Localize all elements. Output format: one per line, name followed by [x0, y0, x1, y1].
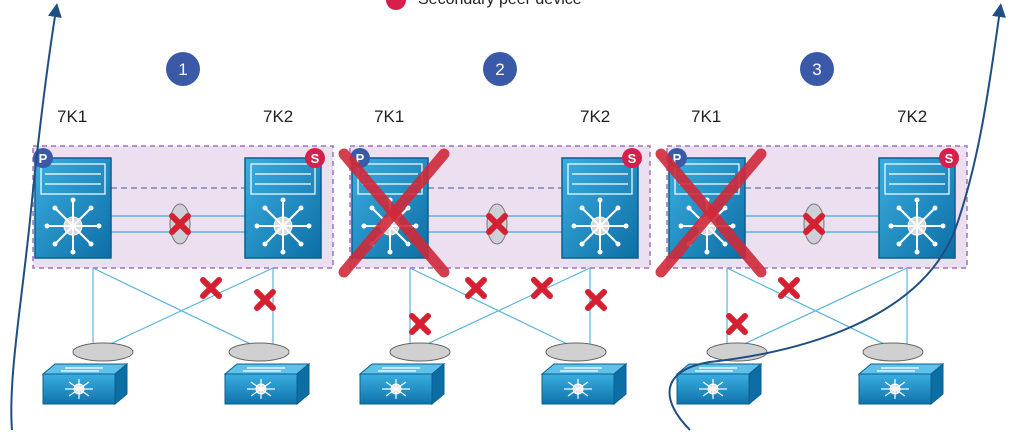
access-switch-left	[358, 362, 446, 406]
access-switch-left	[675, 362, 763, 406]
scenario-number: 3	[812, 60, 821, 79]
core-switch-left	[34, 157, 112, 259]
traffic-flow-arrow-right	[668, 3, 1006, 431]
scenario-number-badge	[166, 52, 200, 86]
scenario-number-badge	[800, 52, 834, 86]
downlink	[726, 267, 902, 353]
core-switch-right	[244, 157, 322, 259]
legend: Secondary peer device	[386, 0, 582, 10]
primary-failure-cross	[655, 148, 767, 278]
blocked-link-icon	[729, 316, 745, 332]
downlink	[726, 267, 908, 353]
access-switch-right	[540, 362, 628, 406]
access-port-channel-icon	[389, 342, 451, 362]
svg-text:P: P	[39, 151, 48, 166]
scenario-number: 1	[178, 60, 187, 79]
label-right-switch: 7K2	[897, 107, 927, 126]
svg-text:S: S	[945, 151, 954, 166]
core-switch-right	[878, 157, 956, 259]
svg-text:S: S	[311, 151, 320, 166]
blocked-link-icon	[468, 280, 484, 296]
secondary-peer-badge: S	[622, 148, 642, 168]
blocked-link-icon	[257, 292, 273, 308]
blocked-link-icon	[203, 280, 219, 296]
label-left-switch: 7K1	[691, 107, 721, 126]
label-right-switch: 7K2	[580, 107, 610, 126]
access-port-channel-icon	[545, 342, 607, 362]
primary-failure-cross	[338, 148, 450, 278]
downlink	[92, 267, 274, 353]
label-left-switch: 7K1	[57, 107, 87, 126]
access-switch-right	[857, 362, 945, 406]
access-switch-right	[223, 362, 311, 406]
downlink	[409, 267, 591, 353]
secondary-peer-badge: S	[305, 148, 325, 168]
secondary-peer-badge: S	[939, 148, 959, 168]
svg-text:P: P	[356, 151, 365, 166]
blocked-link-icon	[781, 280, 797, 296]
access-port-channel-icon	[72, 342, 134, 362]
scenario-number-badge	[483, 52, 517, 86]
traffic-flow-arrow-left	[10, 3, 62, 431]
downlink	[92, 267, 268, 353]
downlink	[409, 267, 585, 353]
core-switch-right	[561, 157, 639, 259]
secondary-peer-legend-icon	[386, 0, 406, 10]
scenario-number: 2	[495, 60, 504, 79]
legend-secondary-label: Secondary peer device	[418, 0, 582, 8]
access-port-channel-icon	[862, 342, 924, 362]
label-right-switch: 7K2	[263, 107, 293, 126]
access-switch-left	[41, 362, 129, 406]
svg-text:P: P	[673, 151, 682, 166]
label-left-switch: 7K1	[374, 107, 404, 126]
access-port-channel-icon	[228, 342, 290, 362]
blocked-link-icon	[412, 316, 428, 332]
svg-text:S: S	[628, 151, 637, 166]
